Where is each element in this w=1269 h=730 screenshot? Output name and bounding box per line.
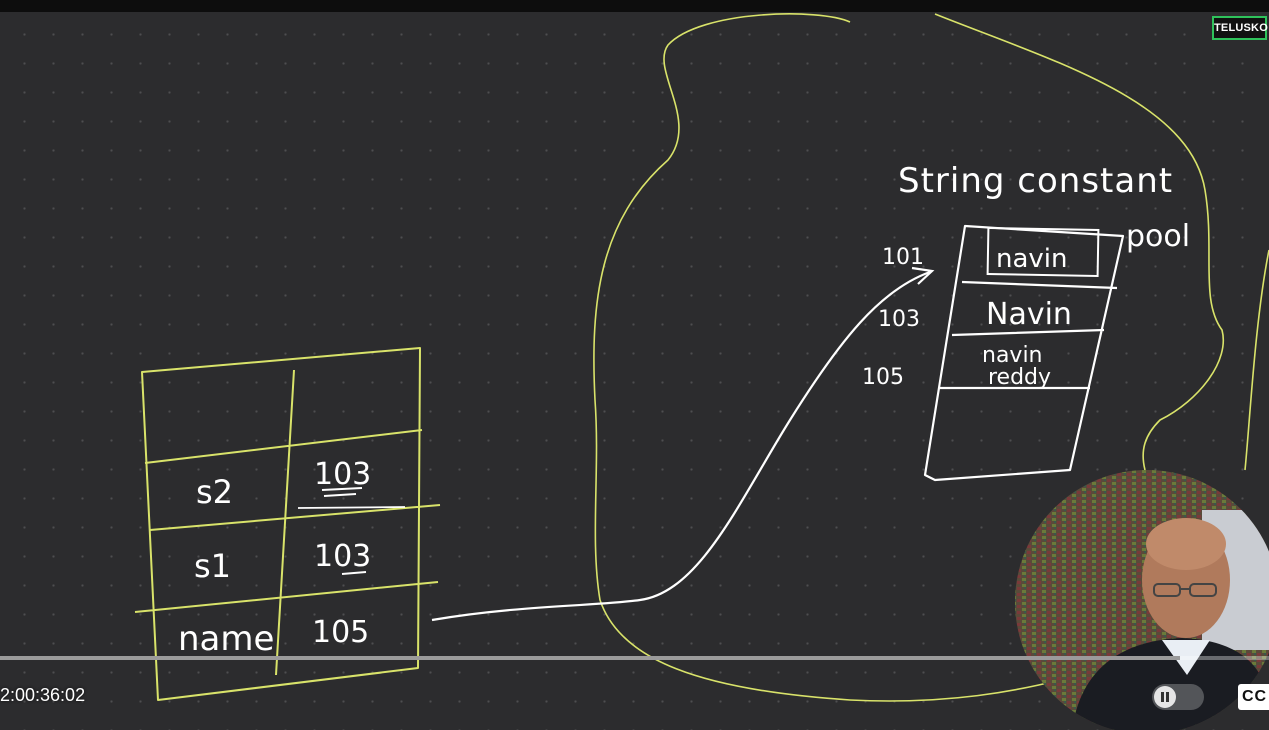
stack-var-s1: s1 — [194, 547, 231, 585]
pool-address-101: 101 — [882, 245, 924, 270]
pause-toggle-button[interactable] — [1152, 684, 1204, 710]
reference-arrow — [431, 270, 931, 622]
stack-table — [134, 347, 441, 701]
pool-value-reddy: reddy — [988, 365, 1051, 390]
pool-title-line2: pool — [1126, 219, 1190, 254]
seek-progress — [0, 656, 1181, 660]
pool-table — [923, 224, 1125, 482]
stack-ref-s1: 103 — [314, 539, 371, 574]
top-bar — [0, 0, 1269, 12]
pool-address-105: 105 — [862, 365, 904, 390]
stack-var-name: name — [178, 619, 274, 659]
heap-boundary — [593, 13, 1061, 702]
pool-address-103: 103 — [878, 307, 920, 332]
pool-value-Navin: Navin — [986, 297, 1072, 332]
seek-bar[interactable] — [0, 656, 1269, 660]
presenter-webcam — [1012, 470, 1269, 730]
pool-value-navin: navin — [996, 244, 1068, 274]
closed-captions-button[interactable]: CC — [1238, 684, 1269, 710]
stack-ref-name: 105 — [312, 615, 369, 650]
pool-title-line1: String constant — [898, 161, 1173, 201]
stack-var-s2: s2 — [196, 473, 233, 511]
stack-ref-s2: 103 — [314, 457, 371, 492]
pool-value-navin-2: navin — [982, 343, 1043, 368]
timecode: 2:00:36:02 — [0, 685, 86, 705]
telusko-logo: TELUSKO — [1212, 16, 1268, 40]
pause-icon — [1154, 686, 1176, 708]
